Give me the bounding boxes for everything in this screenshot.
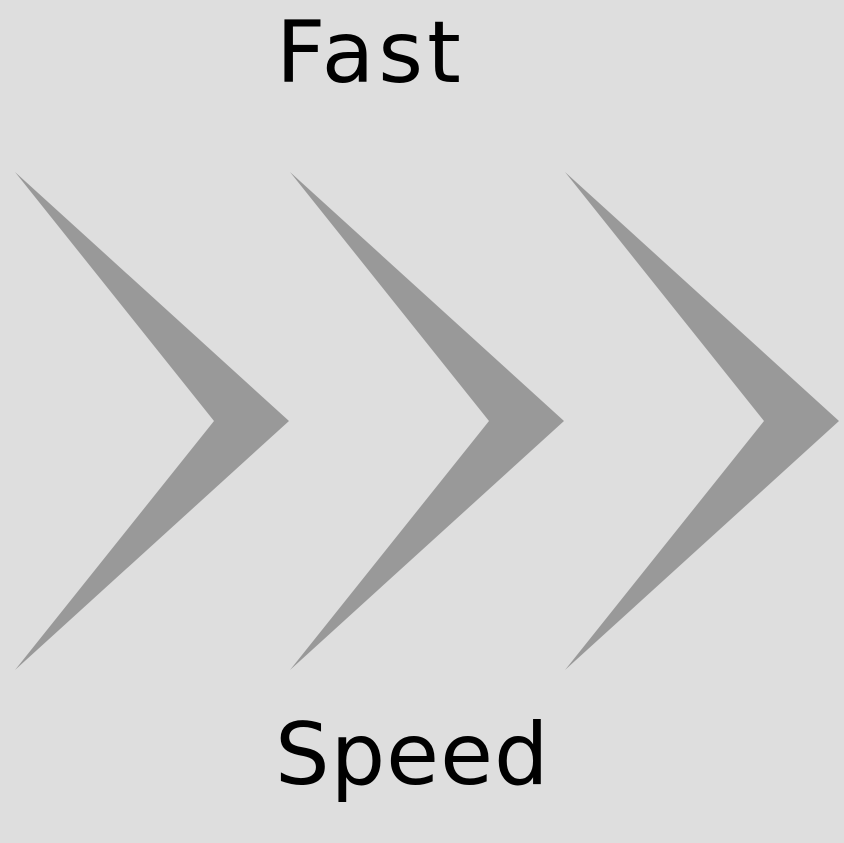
chevron-right-icon	[290, 172, 564, 670]
bottom-label: Speed	[275, 705, 550, 805]
chevron-right-icon	[565, 172, 839, 670]
chevron-right-icon	[15, 172, 289, 670]
top-label: Fast	[276, 3, 465, 103]
